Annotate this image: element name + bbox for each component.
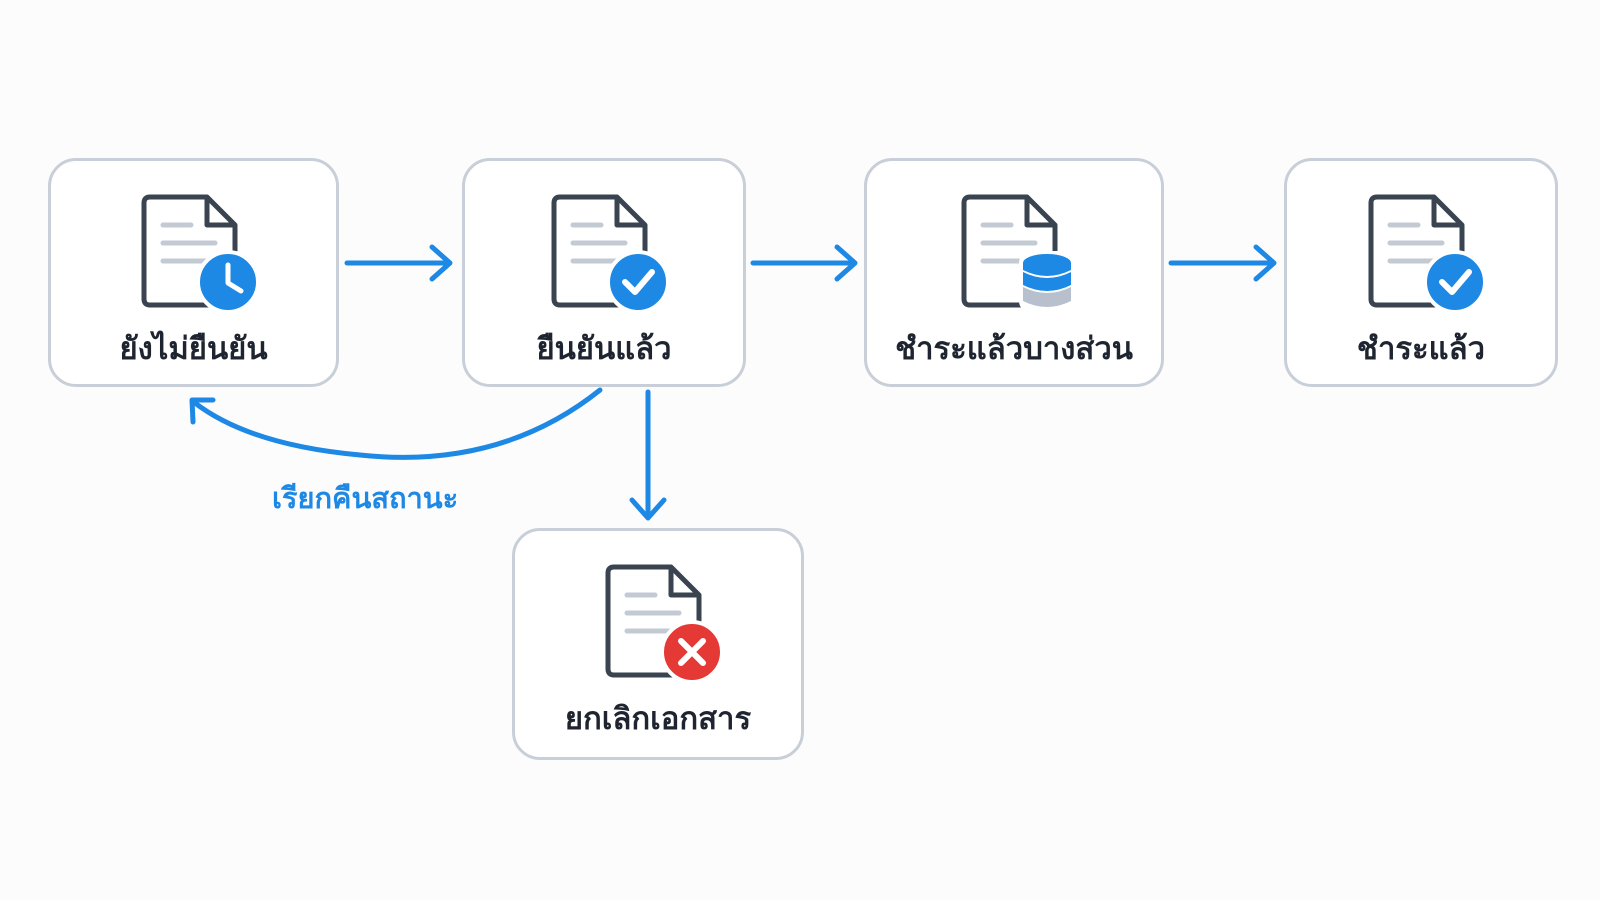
status-node-confirmed[interactable]: ยืนยันแล้ว [462, 158, 746, 387]
document-clock-icon [141, 194, 259, 314]
node-label: ยืนยันแล้ว [536, 331, 672, 367]
document-database-icon [961, 194, 1075, 313]
clock-badge-icon [195, 250, 259, 314]
document-check-icon [1368, 194, 1486, 314]
cancel-badge-icon [660, 620, 723, 684]
edge-partial-to-paid [1168, 244, 1277, 282]
edge-label-revert: เรียกคืนสถานะ [272, 481, 459, 515]
node-label: ยกเลิกเอกสาร [564, 701, 752, 737]
document-check-icon [551, 194, 669, 314]
status-node-unconfirmed[interactable]: ยังไม่ยืนยัน [48, 158, 339, 387]
node-label: ชำระแล้ว [1356, 331, 1486, 367]
edge-confirmed-to-cancelled [629, 389, 667, 521]
status-node-partially-paid[interactable]: ชำระแล้วบางส่วน [864, 158, 1164, 387]
check-badge-icon [606, 250, 669, 314]
database-badge-icon [1019, 251, 1075, 313]
node-label: ยังไม่ยืนยัน [119, 331, 268, 367]
edge-unconfirmed-to-confirmed [344, 244, 453, 282]
edge-confirmed-to-partial [750, 244, 858, 282]
status-node-cancelled[interactable]: ยกเลิกเอกสาร [512, 528, 804, 760]
check-badge-icon [1423, 250, 1486, 314]
status-node-paid[interactable]: ชำระแล้ว [1284, 158, 1558, 387]
document-cancel-icon [605, 564, 723, 684]
node-label: ชำระแล้วบางส่วน [895, 331, 1133, 367]
edge-revert-confirmed-to-unconfirmed [189, 387, 603, 460]
